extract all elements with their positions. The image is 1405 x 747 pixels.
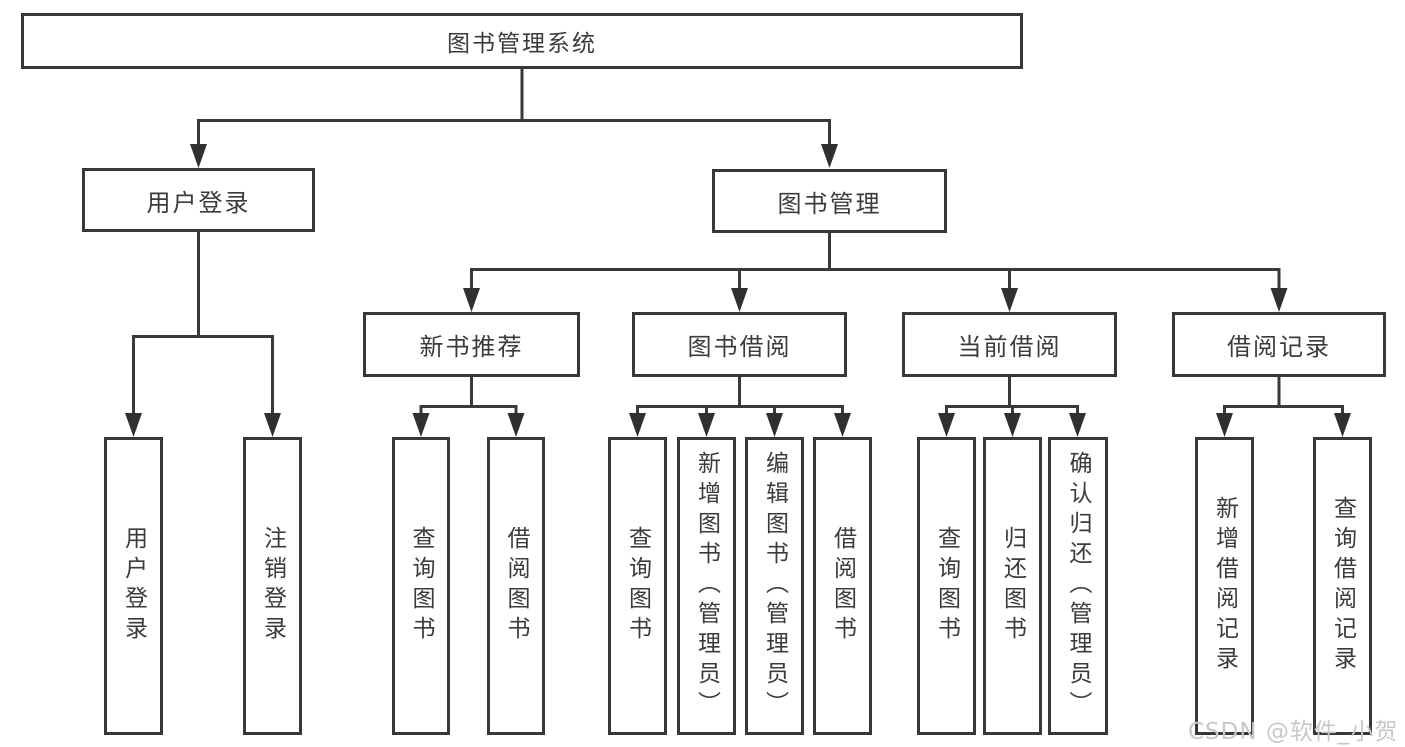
- watermark: CSDN @软件_小贺同学: [1188, 719, 1399, 745]
- node-book-management: 图书管理: [712, 169, 947, 233]
- node-book-borrowing: 图书借阅: [632, 312, 847, 377]
- node-current-borrowing: 当前借阅: [902, 312, 1117, 377]
- leaf-borrow-books-borrowing: 借阅图书: [813, 437, 872, 735]
- leaf-user-login: 用户登录: [104, 437, 163, 735]
- node-library-system: 图书管理系统: [21, 13, 1023, 69]
- leaf-query-books-current: 查询图书: [917, 437, 976, 735]
- node-borrowing-records: 借阅记录: [1172, 312, 1386, 377]
- leaf-query-books-borrowing: 查询图书: [608, 437, 667, 735]
- leaf-query-books-recommend: 查询图书: [392, 437, 450, 735]
- leaf-return-book: 归还图书: [983, 437, 1042, 735]
- leaf-edit-book-admin: 编辑图书（管理员）: [745, 437, 804, 735]
- arrowhead-icons: [125, 144, 1351, 437]
- leaf-confirm-return-admin: 确认归还（管理员）: [1048, 437, 1108, 735]
- leaf-borrow-books-recommend: 借阅图书: [487, 437, 545, 735]
- leaf-logout: 注销登录: [243, 437, 302, 735]
- leaf-add-book-admin: 新增图书（管理员）: [677, 437, 736, 735]
- node-user-login: 用户登录: [82, 168, 315, 232]
- leaf-add-borrow-record: 新增借阅记录: [1195, 437, 1254, 735]
- leaf-query-borrow-record: 查询借阅记录: [1313, 437, 1372, 735]
- node-new-book-recommend: 新书推荐: [363, 312, 580, 377]
